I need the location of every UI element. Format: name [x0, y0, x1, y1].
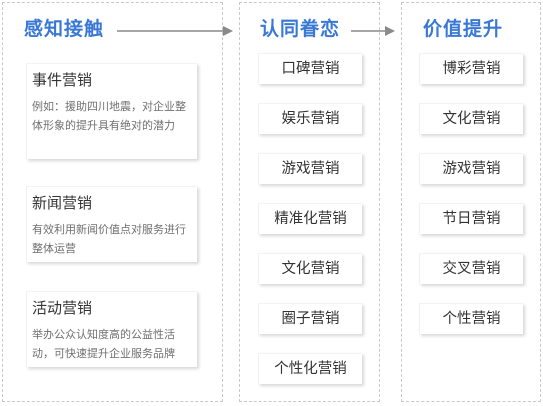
- tag-item: 博彩营销: [419, 53, 523, 84]
- card-description: 有效利用新闻价值点对服务进行整体运营: [32, 221, 193, 259]
- column-title-2: 认同眷恋: [260, 18, 340, 42]
- card-description: 举办公众认知度高的公益性活动，可快速提升企业服务品牌: [32, 326, 193, 364]
- tag-item: 个性化营销: [258, 353, 362, 384]
- tag-item: 文化营销: [419, 103, 523, 134]
- card-title: 事件营销: [32, 70, 193, 92]
- tag-item: 游戏营销: [258, 153, 362, 184]
- column-title-1: 感知接触: [24, 18, 104, 42]
- card-event-marketing: 事件营销 例如：援助四川地震，对企业整体形象的提升具有绝对的潜力: [26, 63, 197, 159]
- tag-item: 个性营销: [419, 303, 523, 334]
- card-title: 活动营销: [32, 298, 193, 320]
- tag-item: 游戏营销: [419, 153, 523, 184]
- card-description: 例如：援助四川地震，对企业整体形象的提升具有绝对的潜力: [32, 98, 193, 136]
- card-activity-marketing: 活动营销 举办公众认知度高的公益性活动，可快速提升企业服务品牌: [26, 291, 197, 367]
- tag-item: 圈子营销: [258, 303, 362, 334]
- tag-item: 节日营销: [419, 203, 523, 234]
- tag-item: 精准化营销: [258, 203, 362, 234]
- card-news-marketing: 新闻营销 有效利用新闻价值点对服务进行整体运营: [26, 186, 197, 262]
- tag-item: 文化营销: [258, 253, 362, 284]
- arrow-right-icon: [117, 24, 233, 38]
- tag-item: 口碑营销: [258, 53, 362, 84]
- card-title: 新闻营销: [32, 193, 193, 215]
- arrow-right-icon: [351, 24, 395, 38]
- tag-item: 娱乐营销: [258, 103, 362, 134]
- tag-item: 交叉营销: [419, 253, 523, 284]
- column-title-3: 价值提升: [423, 18, 503, 42]
